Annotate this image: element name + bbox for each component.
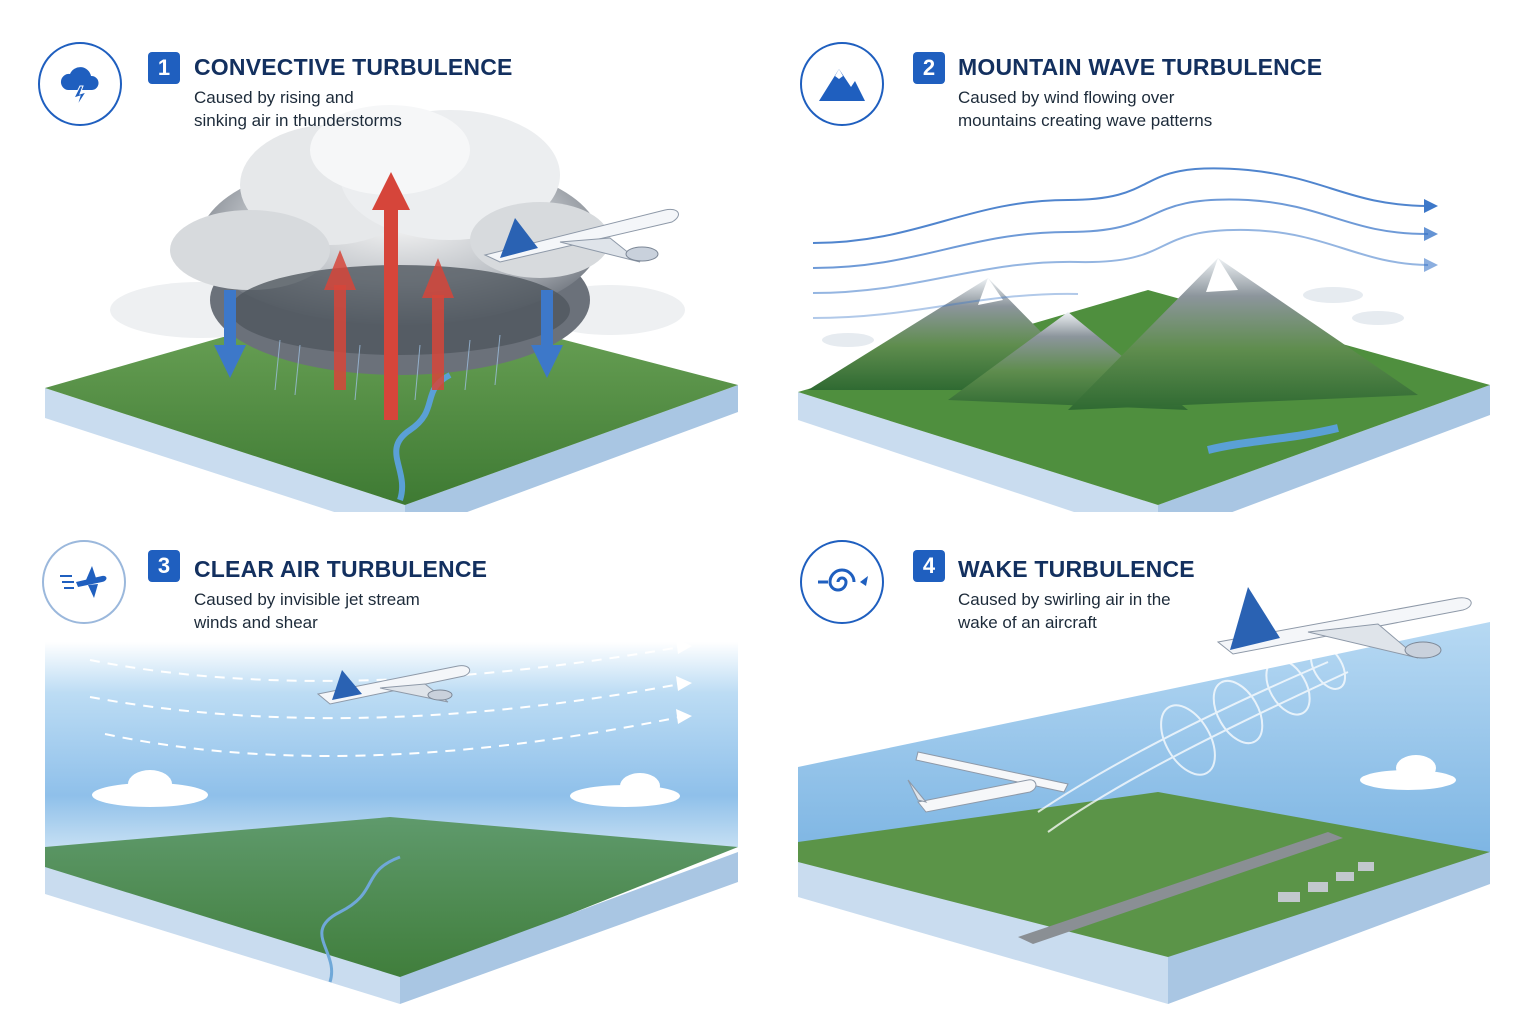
storm-cloud-icon: [60, 67, 99, 107]
panel-wake-turbulence: 4 WAKE TURBULENCE Caused by swirling air…: [768, 512, 1536, 1024]
airliner: [316, 665, 471, 705]
terrain-slab-side: [798, 392, 1158, 512]
terrain-top: [45, 817, 738, 982]
panel-clear-air-turbulence: 3 CLEAR AIR TURBULENCE Caused by invisib…: [0, 512, 768, 1024]
description-line: mountains creating wave patterns: [958, 111, 1213, 130]
wake-scene: [798, 587, 1490, 1004]
river: [1207, 424, 1339, 454]
terrain-slab-side: [798, 862, 1168, 1004]
description-line: Caused by invisible jet stream: [194, 590, 420, 609]
storm-cloud-icon-badge: [38, 42, 122, 126]
terrain-slab-side: [45, 388, 405, 512]
description-line: Caused by wind flowing over: [958, 88, 1175, 107]
wind-arrowhead: [1424, 258, 1438, 272]
airliner: [1216, 587, 1472, 659]
mountain-scene: [798, 167, 1490, 512]
river: [320, 855, 401, 983]
cloud: [1352, 311, 1404, 325]
terrain-top: [798, 792, 1490, 962]
updraft-arrow: [372, 172, 410, 420]
terrain-slab-side: [400, 852, 738, 1004]
description-line: wake of an aircraft: [958, 613, 1097, 632]
jet-stream-arrowhead: [676, 709, 692, 724]
mountain-icon-badge: [800, 42, 884, 126]
panel-description: Caused by invisible jet stream winds and…: [194, 588, 514, 634]
convective-scene: [45, 105, 738, 512]
panel-number: 3: [148, 550, 180, 582]
vortex-icon: [818, 568, 868, 592]
airliner: [483, 208, 679, 263]
panel-description: Caused by swirling air in the wake of an…: [958, 588, 1278, 634]
fast-airplane-icon-badge: [42, 540, 126, 624]
downdraft-arrow: [531, 290, 563, 378]
fast-airplane-icon: [60, 566, 107, 598]
description-line: Caused by rising and: [194, 88, 354, 107]
updraft-arrow: [324, 250, 356, 390]
panel-title: CLEAR AIR TURBULENCE: [194, 556, 488, 582]
updraft-arrow: [422, 258, 454, 390]
mountain-icon: [819, 69, 865, 101]
panel-mountain-wave-turbulence: 2 MOUNTAIN WAVE TURBULENCE Caused by win…: [768, 0, 1536, 512]
jet-stream-lines: [89, 646, 681, 757]
sky-backdrop: [45, 642, 738, 847]
rain-streaks: [274, 334, 501, 401]
runway: [1018, 832, 1343, 944]
description-line: winds and shear: [194, 613, 318, 632]
jet-stream-arrowhead: [676, 639, 692, 654]
cloud: [822, 333, 874, 347]
cloud: [1303, 287, 1363, 303]
wind-arrowhead: [1424, 199, 1438, 213]
description-line: sinking air in thunderstorms: [194, 111, 402, 130]
mountain-range: [808, 258, 1418, 410]
terrain-slab-side: [1168, 852, 1490, 1004]
panel-number: 4: [913, 550, 945, 582]
panel-title: WAKE TURBULENCE: [958, 556, 1195, 582]
clear-air-scene: [45, 639, 738, 1004]
airport-buildings: [1278, 862, 1374, 902]
river: [393, 372, 452, 501]
panel-title: CONVECTIVE TURBULENCE: [194, 54, 513, 80]
cloud: [92, 770, 208, 807]
panel-number: 2: [913, 52, 945, 84]
terrain-slab-side: [1158, 385, 1490, 512]
panel-number: 1: [148, 52, 180, 84]
small-airplane: [907, 751, 1069, 813]
terrain-slab-side: [405, 385, 738, 512]
panel-description: Caused by wind flowing over mountains cr…: [958, 86, 1278, 132]
cloud: [570, 773, 680, 807]
terrain-slab-side: [45, 867, 400, 1004]
cloud: [1360, 755, 1456, 790]
panel-convective-turbulence: 1 CONVECTIVE TURBULENCE Caused by rising…: [0, 0, 768, 512]
wind-arrowhead: [1424, 227, 1438, 241]
jet-stream-arrowhead: [676, 676, 692, 691]
vortex-icon-badge: [800, 540, 884, 624]
wake-vortex-trail: [1037, 644, 1349, 833]
panel-title: MOUNTAIN WAVE TURBULENCE: [958, 54, 1323, 80]
description-line: Caused by swirling air in the: [958, 590, 1171, 609]
downdraft-arrow: [214, 290, 246, 378]
panel-description: Caused by rising and sinking air in thun…: [194, 86, 514, 132]
wind-wave-lines: [812, 167, 1429, 319]
